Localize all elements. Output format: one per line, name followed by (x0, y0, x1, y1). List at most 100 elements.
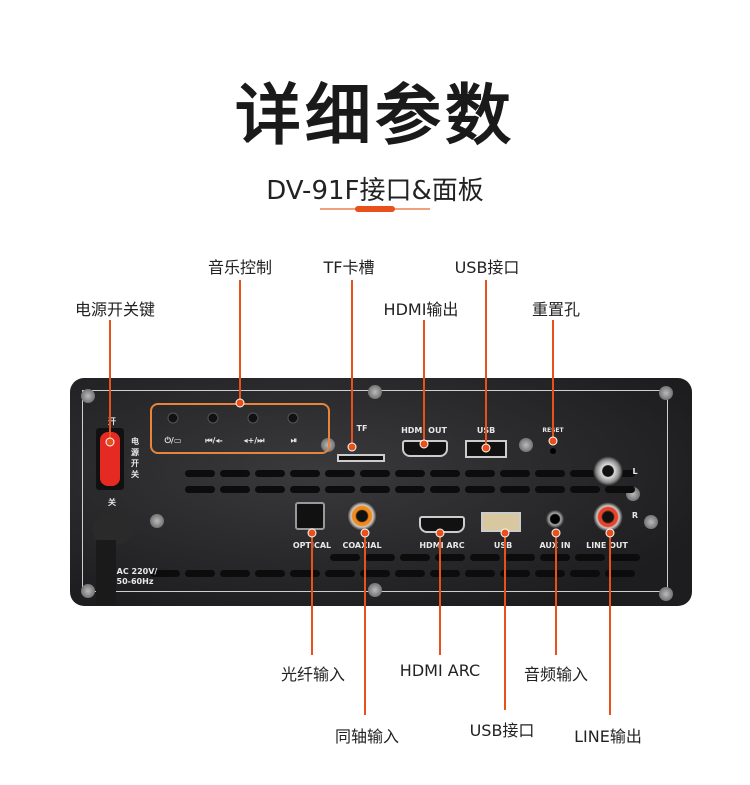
screw-icon (644, 515, 658, 529)
callout-line (239, 280, 241, 403)
next-vol-up-button[interactable] (247, 412, 259, 424)
callout-line (311, 533, 313, 655)
vent-slot (360, 570, 390, 577)
vent-slot (325, 486, 355, 493)
vent-slot (290, 470, 320, 477)
vent-slot (535, 486, 565, 493)
vent-slot (605, 486, 635, 493)
callout-line (364, 533, 366, 715)
prev-vol-down-button[interactable] (207, 412, 219, 424)
vent-slot (290, 486, 320, 493)
callout-dot (347, 442, 357, 452)
vent-slot (505, 554, 535, 561)
vent-slot (365, 554, 395, 561)
callout-line (439, 533, 441, 655)
line-out-right-jack[interactable] (593, 502, 623, 532)
vent-slot (465, 470, 495, 477)
callout-usb-bottom: USB接口 (469, 721, 535, 740)
screw-icon (81, 584, 95, 598)
vent-slot (255, 470, 285, 477)
vent-slot (325, 570, 355, 577)
callout-reset: 重置孔 (531, 300, 581, 319)
vent-slot (220, 570, 250, 577)
coaxial-label: COAXIAL (342, 541, 382, 550)
vent-slot (430, 470, 460, 477)
vent-slot (500, 486, 530, 493)
vent-slot (220, 470, 250, 477)
reset-hole[interactable] (550, 448, 556, 454)
aux-in-jack[interactable] (546, 510, 564, 528)
vent-slot (430, 486, 460, 493)
vent-slot (360, 470, 390, 477)
usb-bottom-label: USB (493, 541, 513, 550)
screw-icon (659, 587, 673, 601)
callout-line (555, 533, 557, 655)
screw-icon (659, 386, 673, 400)
vent-slot (330, 554, 360, 561)
callout-line-out: LINE输出 (574, 727, 642, 746)
callout-dot (551, 528, 561, 538)
callout-dot (235, 398, 245, 408)
mode-icon: ⏻/▭ (164, 436, 182, 445)
vent-slot (570, 470, 600, 477)
callout-tf-slot: TF卡槽 (323, 258, 375, 277)
callout-line (351, 280, 353, 447)
vent-slot (150, 570, 180, 577)
vent-slot (255, 570, 285, 577)
power-switch-rocker[interactable] (100, 432, 120, 486)
vent-slot (610, 554, 640, 561)
screw-icon (519, 438, 533, 452)
vent-slot (605, 570, 635, 577)
callout-line (485, 280, 487, 448)
vent-slot (395, 470, 425, 477)
vent-slot (395, 486, 425, 493)
vent-slot (185, 486, 215, 493)
page-subtitle: DV-91F接口&面板 (266, 176, 484, 206)
divider-accent (355, 206, 395, 212)
callout-optical: 光纤输入 (280, 665, 346, 684)
screw-icon (81, 389, 95, 403)
vent-slot (255, 486, 285, 493)
mode-button[interactable] (167, 412, 179, 424)
vent-slot (185, 570, 215, 577)
switch-on-label: 开 (108, 417, 116, 426)
vent-slot (500, 570, 530, 577)
vent-slot (575, 554, 605, 561)
callout-music-control: 音乐控制 (207, 258, 273, 277)
callout-dot (419, 439, 429, 449)
line-out-left-jack[interactable] (593, 456, 623, 486)
callout-dot (500, 528, 510, 538)
vent-slot (430, 570, 460, 577)
callout-dot (307, 528, 317, 538)
callout-dot (435, 528, 445, 538)
vent-slot (500, 470, 530, 477)
power-cable (96, 540, 116, 605)
vent-slot (535, 470, 565, 477)
line-out-label: LINE OUT (586, 541, 628, 550)
vent-slot (570, 486, 600, 493)
vent-slot (185, 470, 215, 477)
power-spec: AC 220V/ (116, 567, 158, 576)
tf-slot[interactable] (337, 454, 385, 462)
callout-line (504, 533, 506, 710)
page-title: 详细参数 (235, 77, 515, 154)
tf-label: TF (356, 424, 368, 433)
vent-slot (395, 570, 425, 577)
vent-slot (290, 570, 320, 577)
coaxial-jack[interactable] (347, 501, 377, 531)
optical-port[interactable] (295, 502, 325, 530)
music-controls-highlight (150, 403, 330, 454)
play-pause-button[interactable] (287, 412, 299, 424)
callout-coaxial: 同轴输入 (334, 727, 400, 746)
callout-aux-in: 音频输入 (523, 665, 589, 684)
vent-slot (400, 554, 430, 561)
play-pause-icon: ⏯ (290, 436, 298, 445)
callout-dot (105, 437, 115, 447)
vent-slot (470, 554, 500, 561)
callout-line (109, 320, 111, 442)
callout-dot (605, 528, 615, 538)
callout-line (609, 533, 611, 715)
callout-line (423, 320, 425, 444)
power-frequency: 50-60Hz (116, 577, 154, 586)
prev-icon: ⏮/◂- (205, 436, 223, 445)
